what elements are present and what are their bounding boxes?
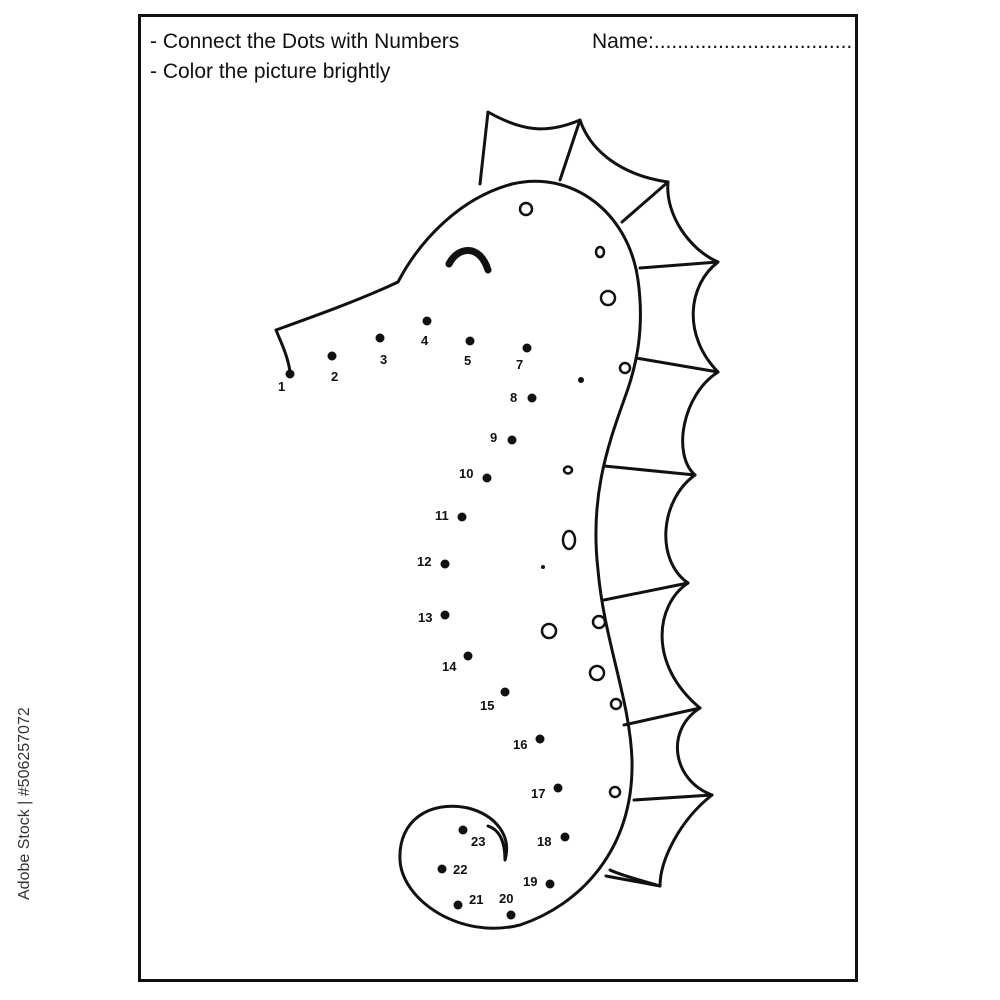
dot-label-15: 15 xyxy=(480,698,494,713)
dot-14 xyxy=(463,651,473,661)
dot-label-14: 14 xyxy=(442,659,457,674)
dot-label-3: 3 xyxy=(380,352,387,367)
name-field[interactable]: Name:.................................. xyxy=(592,30,852,54)
body-spot xyxy=(591,614,607,630)
dot-18 xyxy=(560,832,570,842)
body-spot xyxy=(594,245,606,259)
body-spot xyxy=(599,289,617,307)
dot-label-7: 7 xyxy=(516,357,523,372)
body-spot xyxy=(562,465,574,475)
dot-label-20: 20 xyxy=(499,891,513,906)
dot-11 xyxy=(457,512,467,522)
body-spot xyxy=(561,529,577,551)
dot-label-10: 10 xyxy=(459,466,473,481)
dot-4 xyxy=(422,316,432,326)
dot-label-9: 9 xyxy=(490,430,497,445)
seahorse-eye xyxy=(445,247,492,274)
body-spot xyxy=(518,201,534,217)
seahorse-body-outline xyxy=(274,179,642,930)
dot-20 xyxy=(506,910,516,920)
body-spot xyxy=(609,697,623,711)
dot-23 xyxy=(458,825,468,835)
dot-label-13: 13 xyxy=(418,610,432,625)
dot-label-17: 17 xyxy=(531,786,545,801)
dot-10 xyxy=(482,473,492,483)
dot-19 xyxy=(545,879,555,889)
dot-label-1: 1 xyxy=(278,379,285,394)
worksheet-frame xyxy=(138,14,858,982)
dot-label-16: 16 xyxy=(513,737,527,752)
name-label: Name: xyxy=(592,30,654,53)
dot-label-12: 12 xyxy=(417,554,431,569)
dot-label-21: 21 xyxy=(469,892,483,907)
dot-label-23: 23 xyxy=(471,834,485,849)
dot-22 xyxy=(437,864,447,874)
instruction-connect-dots: - Connect the Dots with Numbers xyxy=(150,30,460,53)
dot-17 xyxy=(553,783,563,793)
name-line: .................................. xyxy=(653,30,853,53)
dot-label-22: 22 xyxy=(453,862,467,877)
dot-8 xyxy=(527,393,537,403)
dot-9 xyxy=(507,435,517,445)
dot-16 xyxy=(535,734,545,744)
body-spot xyxy=(618,361,632,375)
dot-2 xyxy=(327,351,337,361)
dot-label-11: 11 xyxy=(435,508,449,523)
dot-label-4: 4 xyxy=(421,333,429,348)
body-spot xyxy=(540,622,558,640)
dot-15 xyxy=(500,687,510,697)
dot-21 xyxy=(453,900,463,910)
dot-label-8: 8 xyxy=(510,390,517,405)
seahorse-crown-fin xyxy=(478,110,582,186)
dot-13 xyxy=(440,610,450,620)
dot-label-2: 2 xyxy=(331,369,338,384)
instruction-color-picture: - Color the picture brightly xyxy=(150,60,391,83)
dot-label-19: 19 xyxy=(523,874,537,889)
dot-label-5: 5 xyxy=(464,353,471,368)
dot-label-18: 18 xyxy=(537,834,551,849)
dot-markers xyxy=(285,316,570,920)
seahorse-dorsal-fin xyxy=(608,180,720,888)
body-spot xyxy=(588,664,606,682)
dot-12 xyxy=(440,559,450,569)
dot-labels: 1 2 3 4 5 6 7 8 9 10 11 12 13 14 15 16 1… xyxy=(278,333,551,907)
seahorse-crown-fin-2 xyxy=(578,118,670,224)
dot-1 xyxy=(285,369,295,379)
body-spot xyxy=(608,785,622,799)
dot-7 xyxy=(522,343,532,353)
dot-3 xyxy=(375,333,385,343)
